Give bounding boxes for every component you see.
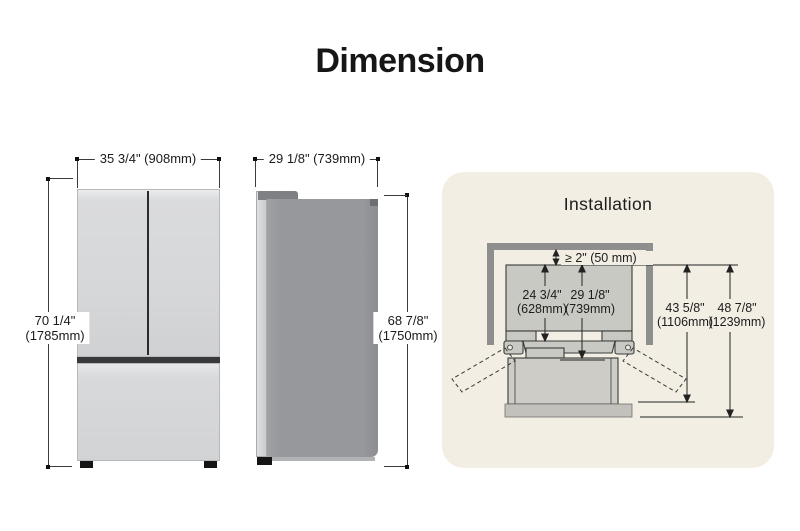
side-height-label-inches: 68 7/8"	[387, 313, 429, 328]
label-backgrounds	[516, 251, 764, 332]
front-view	[77, 189, 220, 469]
side-top-hinge	[258, 191, 298, 200]
front-right-foot	[204, 461, 217, 468]
depth-with-door-inches: 29 1/8"	[570, 288, 609, 302]
right-hinge	[614, 340, 635, 355]
left-hinge	[503, 340, 524, 355]
depth-door-open-b-mm: (1239mm)	[709, 315, 766, 329]
right-open-door	[622, 347, 687, 393]
installation-dimension-lines	[541, 248, 743, 419]
front-left-foot	[80, 461, 93, 468]
clearance-label: ≥ 2" (50 mm)	[565, 251, 637, 265]
left-open-door	[451, 347, 516, 393]
side-door-edge	[256, 191, 267, 457]
fridge-base-plinth	[504, 403, 633, 418]
page-title: Dimension	[315, 42, 485, 80]
side-view	[256, 186, 378, 468]
depth-door-open-b-inches: 48 7/8"	[717, 301, 756, 315]
side-body	[267, 199, 378, 457]
depth-door-open-a-inches: 43 5/8"	[665, 301, 704, 315]
freezer-drawer	[77, 363, 220, 461]
installation-top-view-diagram: ≥ 2" (50 mm) 24 3/4" (628mm) 29 1/8" (73…	[451, 243, 766, 419]
side-rear-hinge	[370, 199, 378, 206]
fridge-top-view	[503, 264, 635, 418]
fridge-front-section	[507, 357, 619, 405]
depth-with-door-mm: (739mm)	[565, 302, 615, 316]
front-dark-band	[77, 357, 220, 363]
front-door-divider	[147, 191, 149, 355]
depth-without-door-mm: (628mm)	[517, 302, 567, 316]
side-height-label-mm: (1750mm)	[378, 328, 438, 343]
front-width-label: 35 3/4" (908mm)	[94, 150, 202, 167]
open-doors-dashed	[451, 347, 687, 393]
installation-panel: Installation	[442, 172, 774, 468]
side-width-label: 29 1/8" (739mm)	[263, 150, 371, 167]
depth-without-door-inches: 24 3/4"	[522, 288, 561, 302]
front-height-label-inches: 70 1/4"	[34, 313, 76, 328]
depth-door-open-a-mm: (1106mm)	[657, 315, 713, 329]
side-base	[269, 457, 375, 461]
alcove-walls	[487, 243, 653, 345]
side-front-foot	[257, 457, 272, 465]
front-height-label-mm: (1785mm)	[25, 328, 85, 343]
installation-title: Installation	[563, 194, 653, 214]
